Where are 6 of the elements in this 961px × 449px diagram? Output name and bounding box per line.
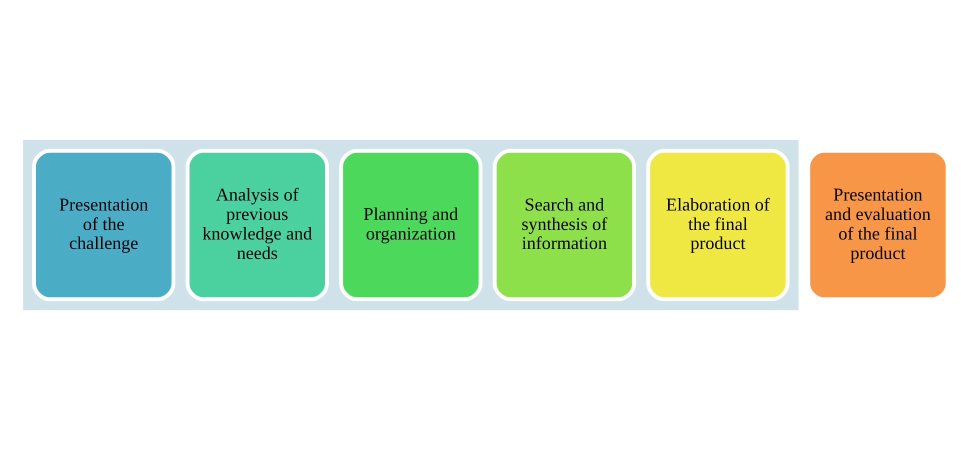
node-box: Analysis of previous knowledge and needs xyxy=(186,148,329,301)
cluster xyxy=(23,139,799,310)
node-box: Elaboration of the final product xyxy=(646,148,790,301)
node-box: Planning and organization xyxy=(339,148,482,301)
node-box: Presentation of the challenge xyxy=(32,148,176,301)
node-box: Search and synthesis of information xyxy=(492,148,636,301)
